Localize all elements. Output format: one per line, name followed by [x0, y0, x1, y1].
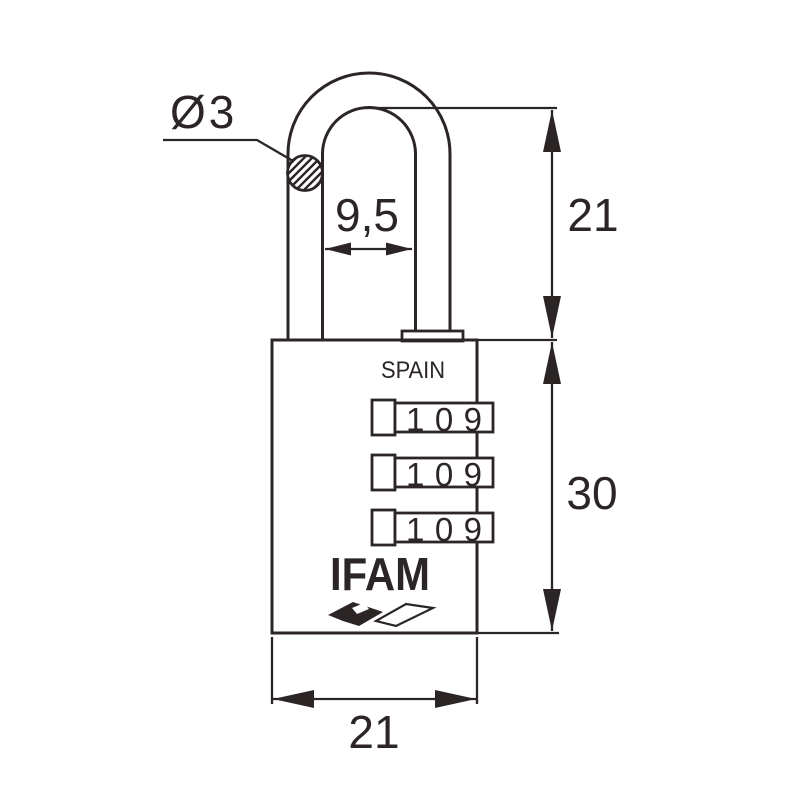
combination-dial-row: 109 [370, 453, 495, 493]
origin-label: SPAIN [381, 357, 445, 384]
dimension-value: 21 [567, 189, 618, 241]
dial-window [393, 456, 495, 489]
dial-window [393, 401, 495, 434]
diameter-label: Ø3 [170, 86, 237, 138]
dial-digits: 109 [406, 456, 482, 493]
wire-cross-section: Ø3 [163, 86, 324, 192]
dial-frame [370, 453, 397, 492]
arrowhead-down [543, 589, 561, 631]
combination-dials: 109 109 109 [370, 398, 495, 548]
dial-digits: 109 [406, 511, 482, 548]
combination-dial-row: 109 [370, 398, 495, 438]
ifam-logo: IFAM [328, 548, 437, 628]
brand-wordmark: IFAM [330, 548, 430, 600]
arrowhead-left [325, 242, 351, 256]
dimension-body-width: 21 [270, 637, 479, 758]
wire-hatching [288, 156, 322, 190]
arrowhead-up [543, 110, 561, 152]
dimension-value: 30 [566, 467, 617, 519]
arrowhead-down [543, 296, 561, 338]
dimension-shackle-inner-width: 9,5 [325, 189, 412, 256]
arrowhead-left [273, 690, 314, 708]
combination-dial-row: 109 [370, 508, 495, 548]
dimension-value: 9,5 [335, 189, 399, 241]
diameter-leader-line [163, 138, 294, 162]
dial-window [393, 511, 495, 544]
dimension-value: 21 [348, 706, 399, 758]
dial-frame [370, 398, 397, 437]
ifam-swoosh-icon [328, 602, 437, 628]
dial-digits: 109 [406, 401, 482, 438]
dimension-body-height: 30 [477, 338, 618, 635]
shackle-outer-line [286, 71, 452, 341]
arrowhead-right [386, 242, 412, 256]
arrowhead-right [435, 690, 476, 708]
arrowhead-up [543, 342, 561, 384]
dial-frame [370, 508, 397, 547]
dimension-shackle-height: 21 [365, 106, 619, 338]
